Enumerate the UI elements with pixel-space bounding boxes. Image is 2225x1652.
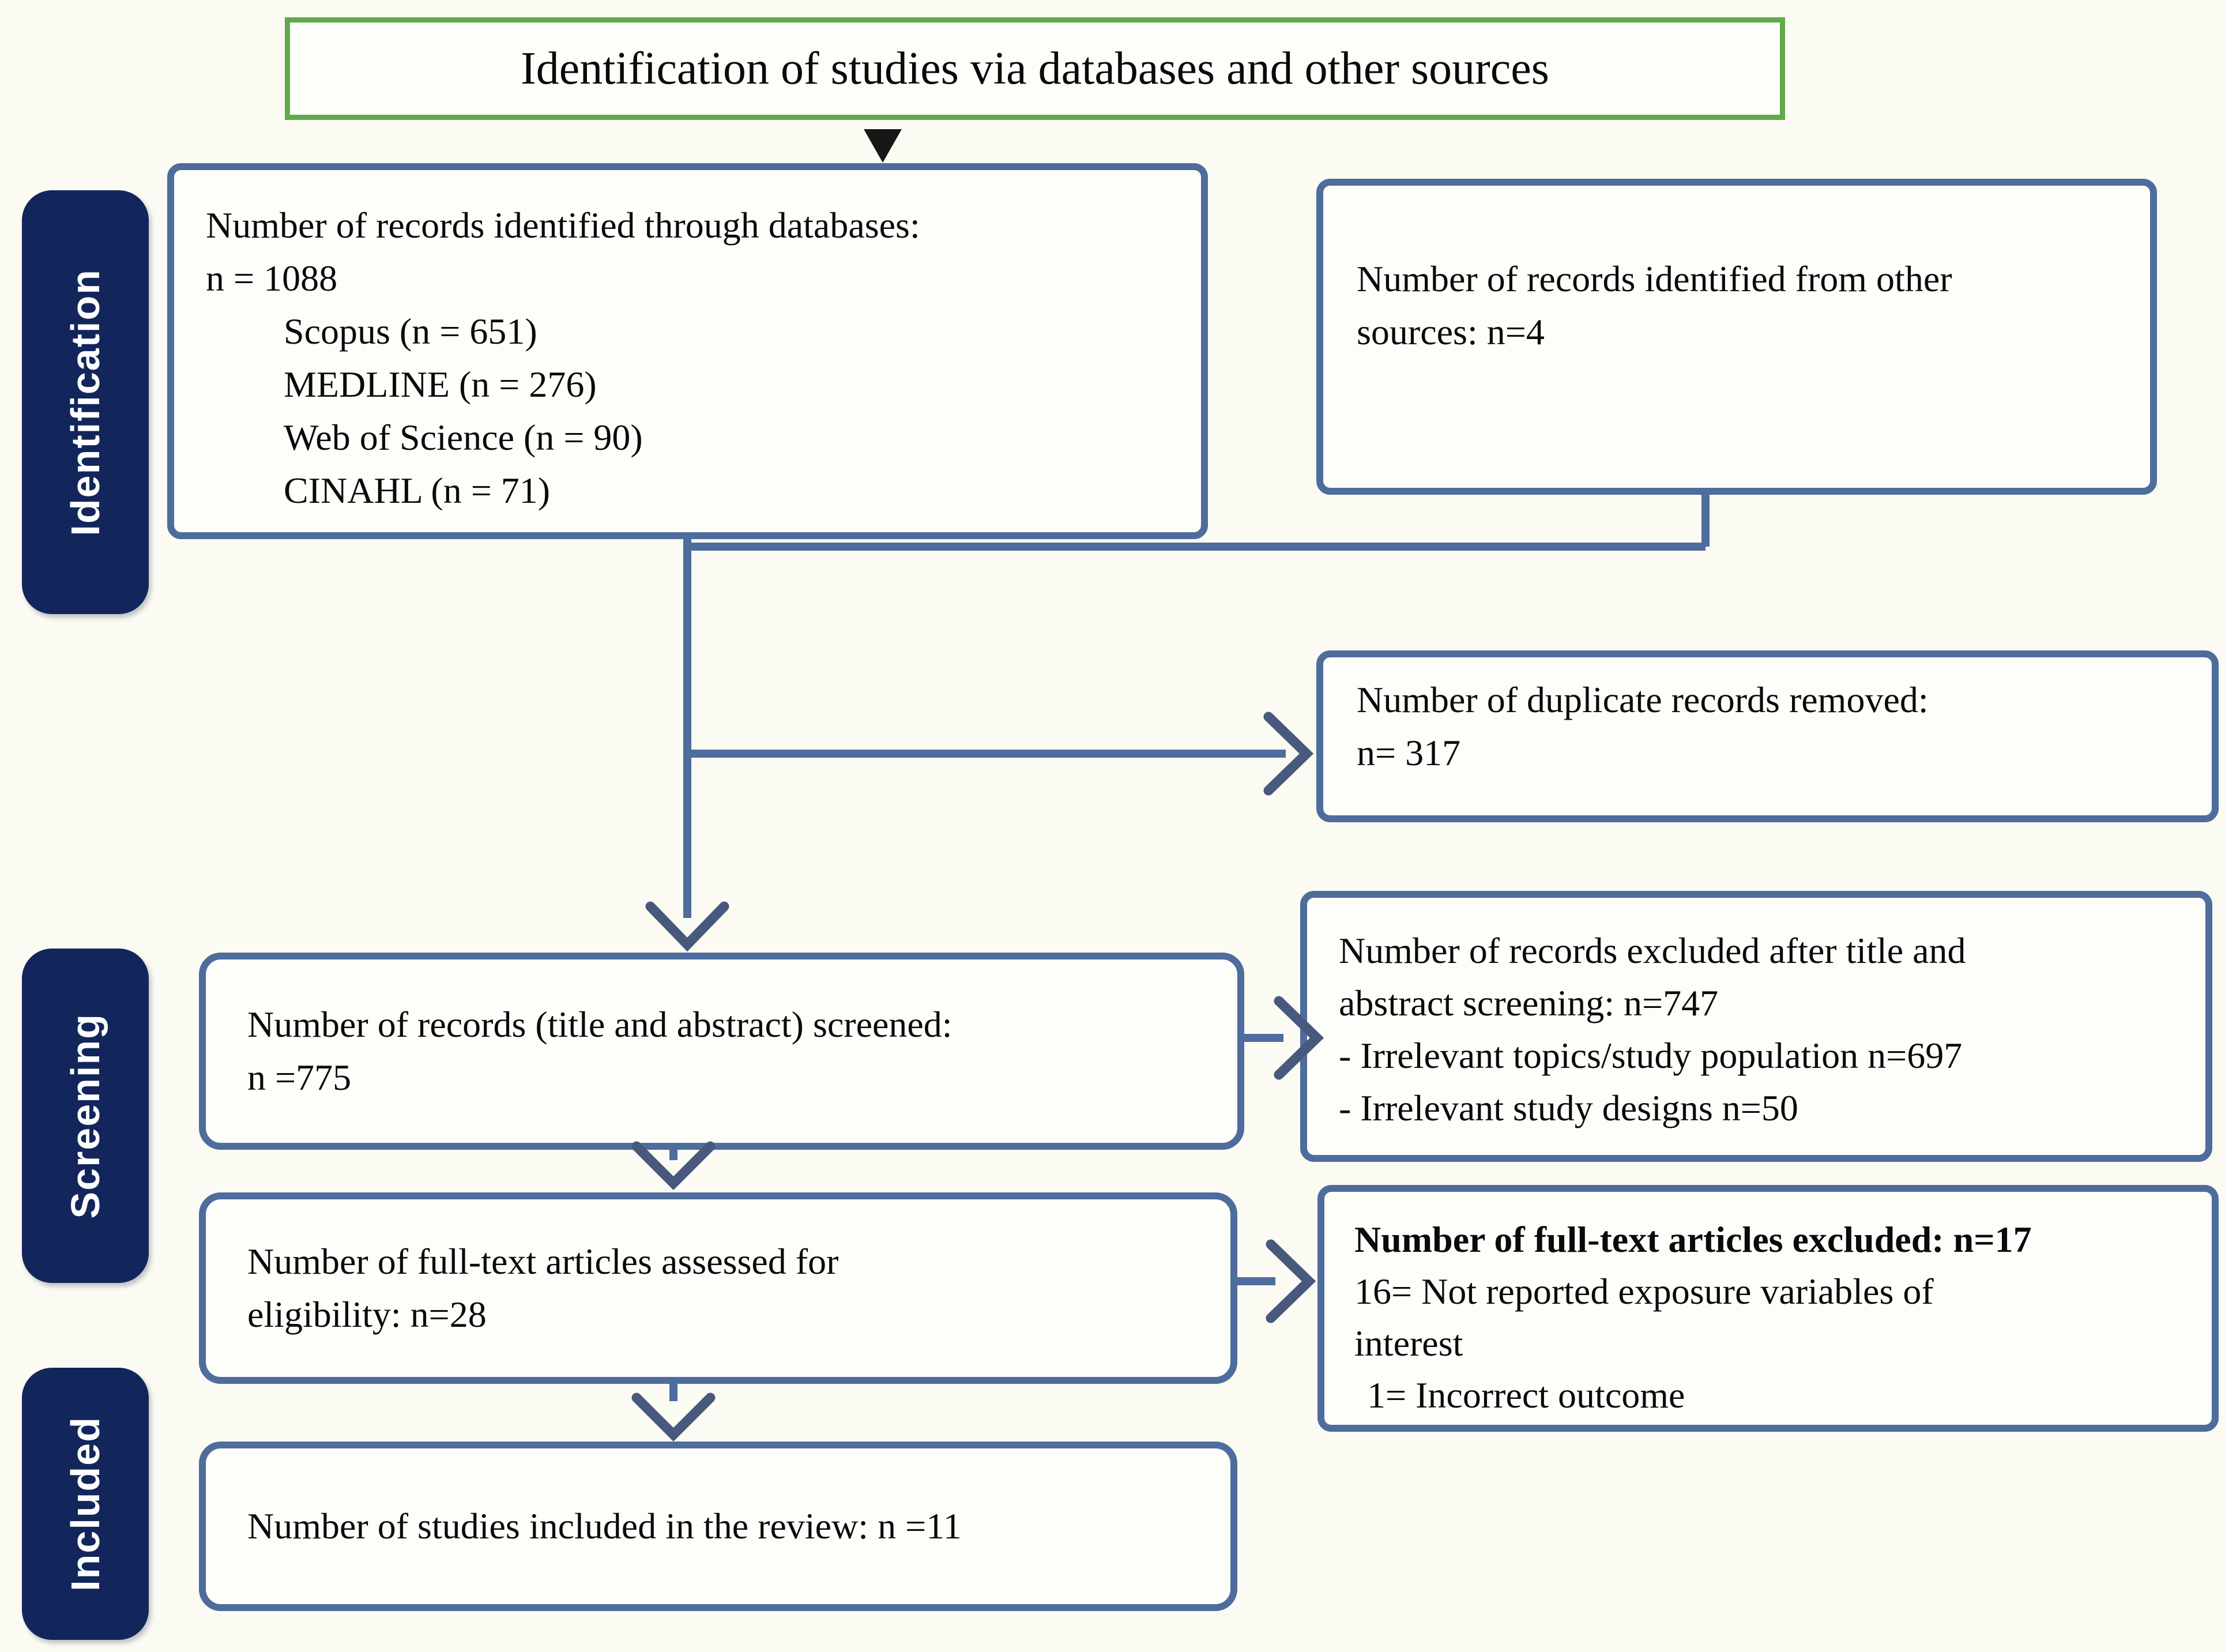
box-heading: Number of full-text articles excluded: n… bbox=[1354, 1219, 2032, 1260]
box-records-screened: Number of records (title and abstract) s… bbox=[199, 953, 1244, 1150]
box-line: n = 1088 bbox=[206, 258, 338, 299]
stage-bar-included: Included bbox=[22, 1368, 149, 1640]
box-line: Number of records identified through dat… bbox=[206, 205, 920, 246]
box-records-other-sources: Number of records identified from other … bbox=[1316, 179, 2157, 495]
box-line: n= 317 bbox=[1357, 732, 1461, 773]
exclusion-reason: 1= Incorrect outcome bbox=[1367, 1375, 1685, 1416]
box-line: Number of full-text articles assessed fo… bbox=[247, 1241, 839, 1282]
database-item-cinahl: CINAHL (n = 71) bbox=[284, 470, 551, 511]
stage-label-identification: Identification bbox=[63, 268, 108, 536]
database-item-scopus: Scopus (n = 651) bbox=[284, 311, 537, 352]
down-triangle-icon bbox=[864, 129, 902, 163]
stage-label-screening: Screening bbox=[63, 1013, 108, 1219]
box-fulltext-excluded: Number of full-text articles excluded: n… bbox=[1317, 1185, 2219, 1432]
exclusion-reason: 16= Not reported exposure variables of bbox=[1354, 1271, 1934, 1312]
stage-bar-screening: Screening bbox=[22, 949, 149, 1283]
arrowhead-down-screened bbox=[645, 901, 729, 952]
arrowhead-right-excluded-fulltext bbox=[1266, 1239, 1316, 1323]
database-item-medline: MEDLINE (n = 276) bbox=[284, 364, 597, 405]
box-line: Number of records excluded after title a… bbox=[1339, 930, 1966, 971]
box-excluded-after-screening: Number of records excluded after title a… bbox=[1300, 891, 2212, 1162]
database-item-web-of-science: Web of Science (n = 90) bbox=[284, 417, 643, 458]
box-duplicates-removed: Number of duplicate records removed: n= … bbox=[1316, 650, 2219, 822]
box-line: abstract screening: n=747 bbox=[1339, 983, 1719, 1023]
title-box: Identification of studies via databases … bbox=[285, 17, 1785, 120]
box-fulltext-assessed: Number of full-text articles assessed fo… bbox=[199, 1192, 1237, 1384]
title-text: Identification of studies via databases … bbox=[521, 43, 1549, 94]
box-line: Number of duplicate records removed: bbox=[1357, 679, 1929, 720]
box-line: sources: n=4 bbox=[1357, 311, 1545, 352]
box-line: Number of records identified from other bbox=[1357, 258, 1952, 299]
arrowhead-right-duplicates bbox=[1263, 712, 1314, 796]
box-line: eligibility: n=28 bbox=[247, 1294, 487, 1335]
box-line: Number of records (title and abstract) s… bbox=[247, 1004, 953, 1045]
exclusion-reason: interest bbox=[1354, 1323, 1463, 1364]
exclusion-reason: - Irrelevant topics/study population n=6… bbox=[1339, 1035, 1963, 1076]
stage-bar-identification: Identification bbox=[22, 190, 149, 614]
arrowhead-down-fulltext bbox=[631, 1141, 716, 1191]
box-records-identified-databases: Number of records identified through dat… bbox=[167, 163, 1208, 539]
stage-label-included: Included bbox=[63, 1416, 108, 1591]
arrowhead-down-included bbox=[631, 1393, 716, 1442]
box-studies-included: Number of studies included in the review… bbox=[199, 1442, 1237, 1611]
box-line: n =775 bbox=[247, 1057, 352, 1098]
exclusion-reason: - Irrelevant study designs n=50 bbox=[1339, 1087, 1798, 1128]
box-line: Number of studies included in the review… bbox=[247, 1506, 962, 1546]
